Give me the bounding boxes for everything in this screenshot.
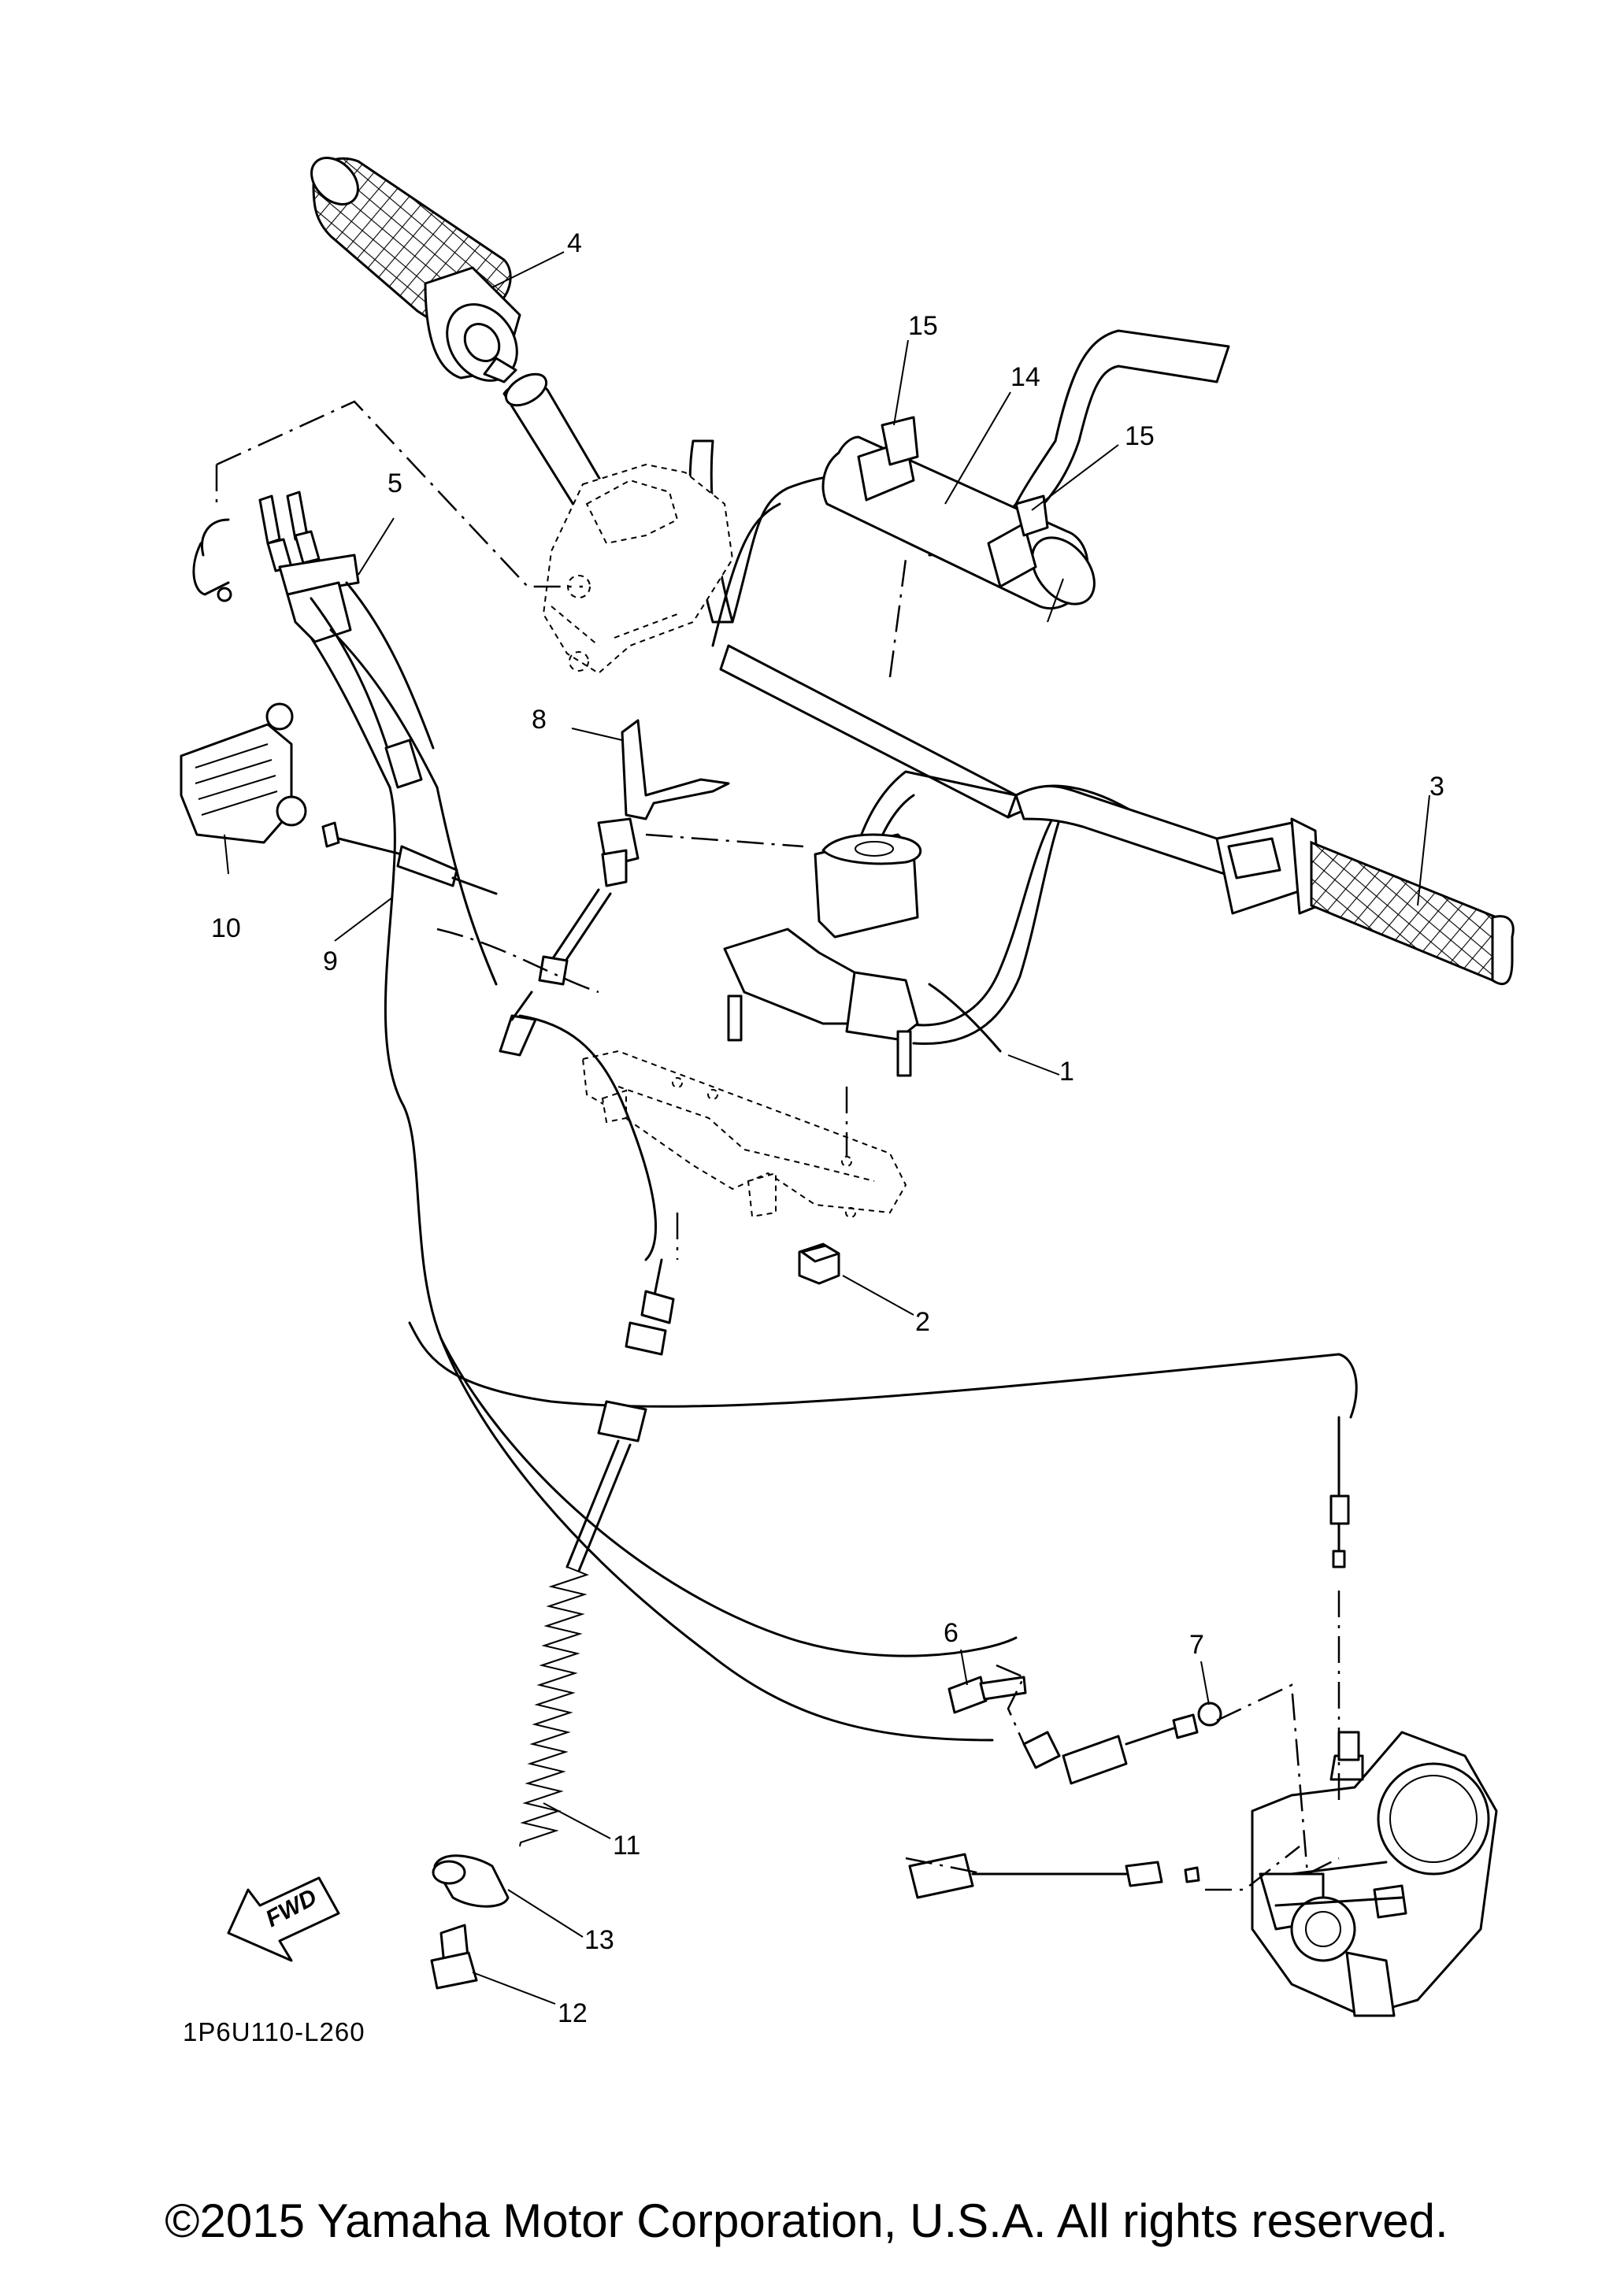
callout-15-right: 15 — [1125, 421, 1155, 451]
forward-arrow-icon: FWD — [227, 1876, 340, 1962]
bolt-part — [947, 1676, 1027, 1714]
cable-boot-part — [432, 1854, 510, 1908]
callout-8: 8 — [532, 705, 547, 735]
carb-cable-part — [908, 1416, 1350, 1899]
center-cable-part — [499, 888, 675, 1847]
copyright-notice: ©2015 Yamaha Motor Corporation, U.S.A. A… — [165, 2194, 1448, 2247]
brake-lever-part — [597, 719, 730, 887]
upper-bracket-ghost — [581, 1050, 907, 1218]
hot-start-lever-part — [180, 702, 307, 844]
left-grip-part — [1215, 817, 1515, 986]
cable-adjuster-part — [430, 1924, 478, 1990]
callout-13: 13 — [584, 1925, 614, 1955]
handlebar-pad-part — [821, 416, 1096, 623]
callout-5: 5 — [387, 468, 402, 498]
o-ring-part — [1197, 1702, 1222, 1727]
callout-3: 3 — [1429, 772, 1444, 802]
throttle-housing-ghost — [542, 463, 734, 675]
hot-start-cable-part — [321, 821, 498, 895]
throttle-grip-part — [310, 157, 616, 521]
throttle-cable-assy-part — [192, 491, 439, 789]
callout-7: 7 — [1189, 1630, 1204, 1660]
callout-9: 9 — [323, 946, 338, 976]
flange-nut-part — [798, 1242, 840, 1285]
callout-numbers: 4 15 14 15 5 8 3 10 9 1 2 6 7 11 13 12 — [211, 228, 1444, 2028]
callout-12: 12 — [558, 1998, 588, 2028]
callout-2: 2 — [915, 1307, 930, 1337]
leader-lines — [224, 251, 1430, 2005]
callout-6: 6 — [944, 1618, 959, 1648]
carburetor-assembly — [1251, 1731, 1498, 2017]
callout-4: 4 — [567, 228, 582, 258]
callout-1: 1 — [1059, 1057, 1074, 1087]
callout-10: 10 — [211, 913, 241, 943]
diagram-part-code: 1P6U110-L260 — [183, 2017, 365, 2046]
callout-14: 14 — [1010, 362, 1040, 392]
callout-11: 11 — [613, 1831, 640, 1861]
callout-15-left: 15 — [908, 311, 938, 341]
handlebar-upper-clamp — [723, 833, 922, 1077]
clutch-cable-part — [384, 786, 1358, 1742]
assembly-lines — [215, 400, 1340, 1891]
